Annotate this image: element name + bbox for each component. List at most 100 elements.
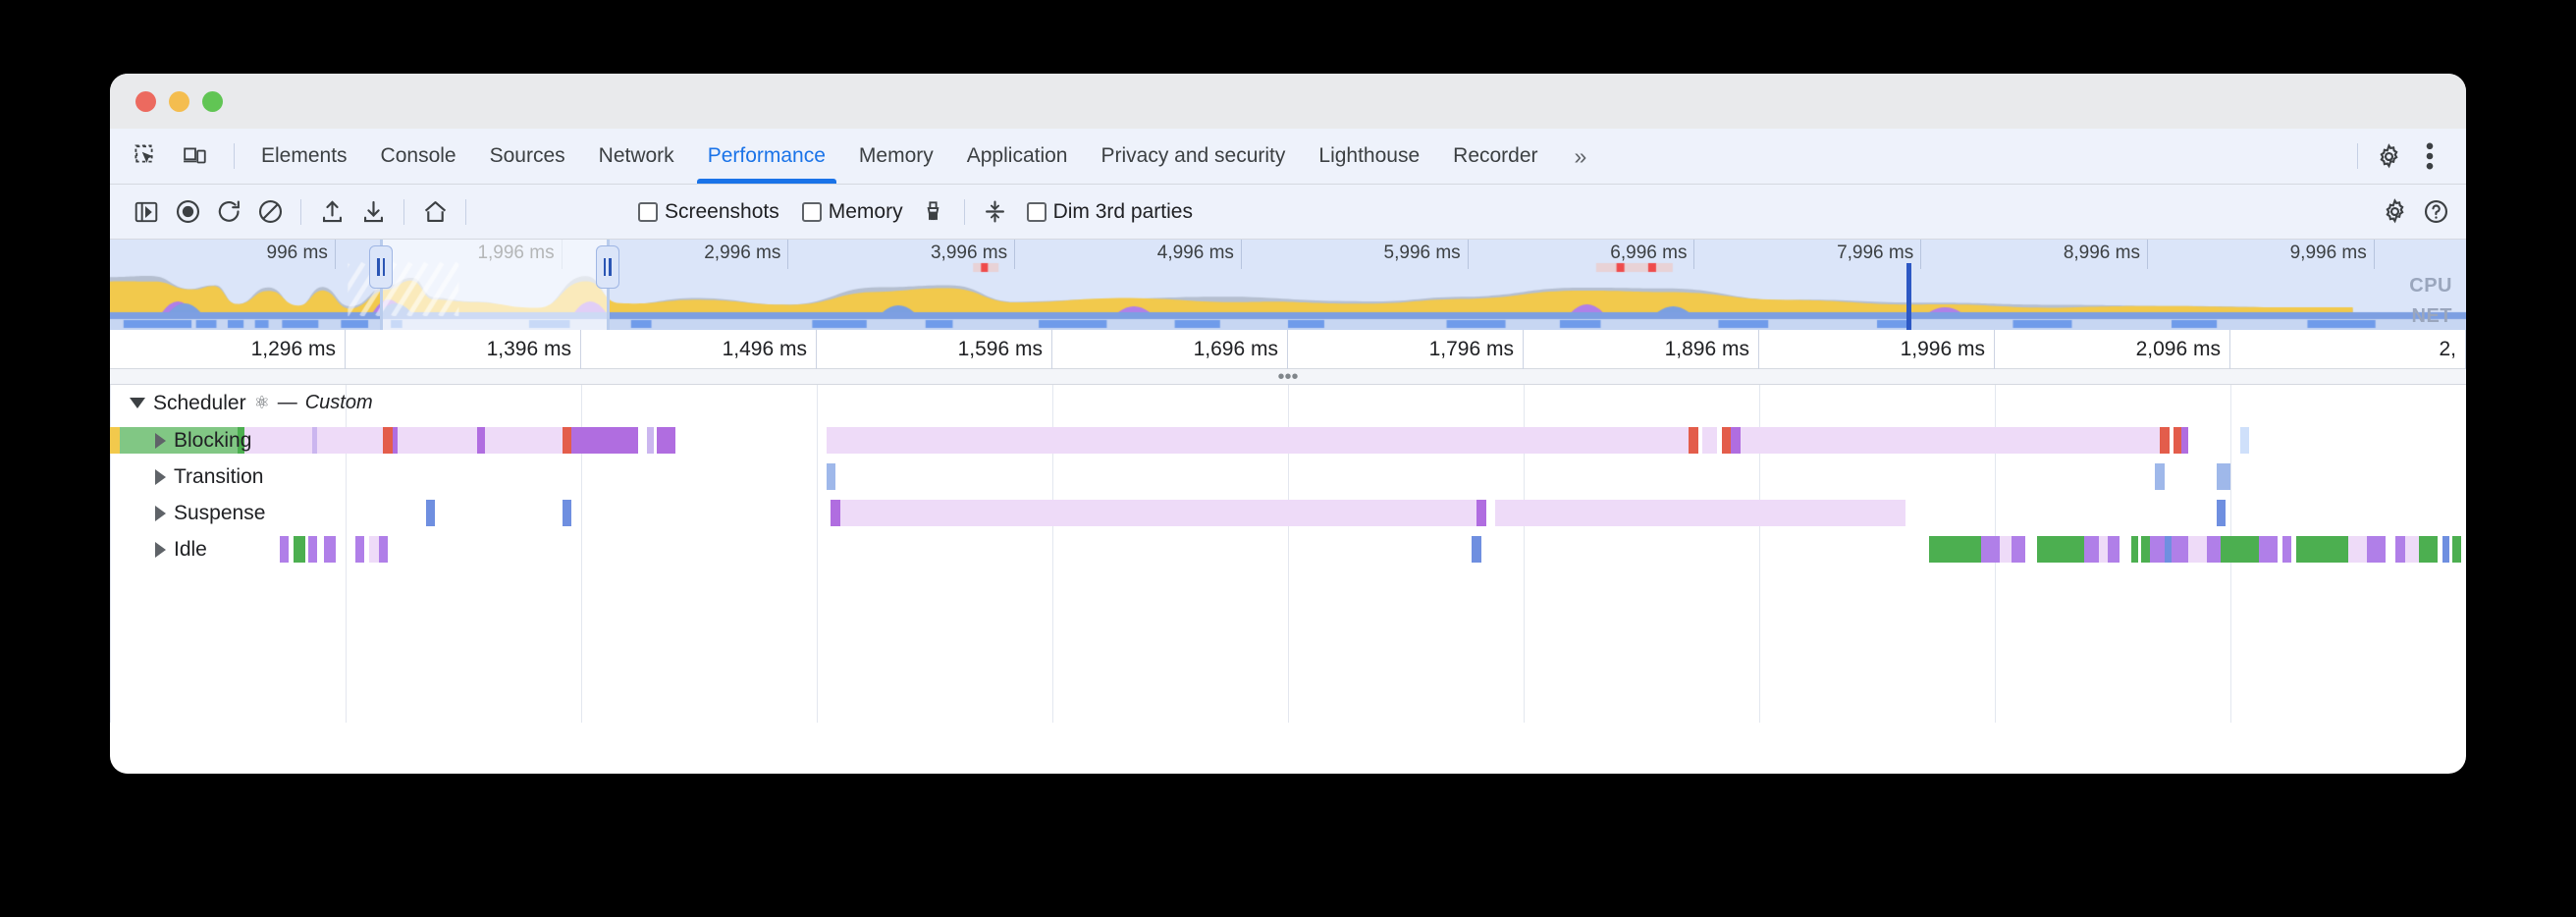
flame-bar[interactable] — [354, 536, 365, 563]
flame-bar[interactable] — [1702, 427, 1717, 454]
clear-button[interactable] — [249, 191, 291, 233]
tab-application[interactable]: Application — [950, 129, 1085, 184]
tab-privacy-and-security[interactable]: Privacy and security — [1084, 129, 1302, 184]
flame-bar[interactable] — [2098, 536, 2109, 563]
track-row-idle[interactable]: Idle — [110, 531, 2466, 567]
flame-bar[interactable] — [2404, 536, 2419, 563]
flame-bar[interactable] — [1999, 536, 2012, 563]
flame-bar[interactable] — [307, 536, 318, 563]
flame-bar[interactable] — [2131, 536, 2139, 563]
inspect-element-icon[interactable] — [126, 135, 167, 177]
flame-bar[interactable] — [2281, 536, 2292, 563]
flame-bar[interactable] — [562, 427, 572, 454]
flame-bar[interactable] — [562, 500, 572, 526]
more-options-icon[interactable] — [2409, 135, 2450, 177]
flame-bar[interactable] — [1980, 536, 2000, 563]
tab-elements[interactable]: Elements — [244, 129, 364, 184]
flame-bar[interactable] — [2108, 536, 2120, 563]
flame-bar[interactable] — [312, 427, 318, 454]
track-group-scheduler[interactable]: Scheduler ⚛ — Custom — [110, 385, 2466, 422]
reload-and-record-button[interactable] — [208, 191, 249, 233]
flame-bar[interactable] — [2216, 500, 2227, 526]
flame-bar[interactable] — [2296, 536, 2348, 563]
flame-bar[interactable] — [2187, 536, 2207, 563]
flame-bar[interactable] — [369, 536, 379, 563]
flame-bar[interactable] — [1472, 536, 1481, 563]
track-label-blocking[interactable]: Blocking — [110, 422, 251, 458]
window-minimize-button[interactable] — [169, 90, 189, 112]
flame-bar[interactable] — [2174, 427, 2181, 454]
flame-bar[interactable] — [477, 427, 485, 454]
window-close-button[interactable] — [135, 90, 156, 112]
chevron-down-icon[interactable] — [130, 398, 145, 408]
flame-bar[interactable] — [119, 427, 238, 454]
flame-bar[interactable] — [840, 500, 1476, 526]
flame-bar[interactable] — [324, 536, 337, 563]
tab-memory[interactable]: Memory — [842, 129, 950, 184]
timeline-overview[interactable]: 996 ms1,996 ms2,996 ms3,996 ms4,996 ms5,… — [110, 240, 2466, 330]
flame-bar[interactable] — [2419, 536, 2439, 563]
flame-bar[interactable] — [1740, 427, 2160, 454]
track-label-transition[interactable]: Transition — [110, 458, 263, 495]
screenshots-checkbox[interactable]: Screenshots — [638, 200, 779, 224]
window-maximize-button[interactable] — [202, 90, 223, 112]
toggle-sidebar-button[interactable] — [126, 191, 167, 233]
flame-bar[interactable] — [2172, 536, 2188, 563]
flame-bar[interactable] — [317, 427, 384, 454]
flame-bar[interactable] — [397, 427, 478, 454]
flame-bar[interactable] — [2367, 536, 2387, 563]
flame-bar[interactable] — [2011, 536, 2026, 563]
flame-bar[interactable] — [2160, 427, 2170, 454]
help-icon[interactable] — [2415, 191, 2456, 233]
track-row-suspense[interactable]: Suspense — [110, 495, 2466, 531]
flame-bar[interactable] — [826, 427, 1689, 454]
tab-network[interactable]: Network — [582, 129, 691, 184]
overview-selected-window[interactable] — [381, 240, 608, 330]
flame-bar[interactable] — [2221, 536, 2259, 563]
flame-bar[interactable] — [110, 427, 120, 454]
tab-sources[interactable]: Sources — [473, 129, 582, 184]
flame-bar[interactable] — [237, 427, 244, 454]
flame-bar[interactable] — [2150, 536, 2165, 563]
flame-bar[interactable] — [831, 500, 840, 526]
flame-bar[interactable] — [2239, 427, 2250, 454]
flame-bar[interactable] — [279, 536, 290, 563]
save-profile-button[interactable] — [352, 191, 394, 233]
flame-bar[interactable] — [2395, 536, 2405, 563]
flame-bar[interactable] — [2037, 536, 2085, 563]
flame-bar[interactable] — [378, 536, 389, 563]
settings-gear-icon[interactable] — [2368, 135, 2409, 177]
flame-bar[interactable] — [1721, 427, 1732, 454]
more-tabs-icon[interactable]: » — [1555, 129, 1607, 184]
memory-checkbox[interactable]: Memory — [801, 200, 903, 224]
flame-bar[interactable] — [383, 427, 393, 454]
flame-bar[interactable] — [647, 427, 655, 454]
record-button[interactable] — [167, 191, 208, 233]
tab-lighthouse[interactable]: Lighthouse — [1302, 129, 1436, 184]
dim-third-parties-checkbox[interactable]: Dim 3rd parties — [1026, 200, 1193, 224]
tab-recorder[interactable]: Recorder — [1436, 129, 1554, 184]
chevron-right-icon[interactable] — [155, 432, 166, 449]
chevron-right-icon[interactable] — [155, 468, 166, 485]
flame-bar[interactable] — [2180, 427, 2188, 454]
flame-bar[interactable] — [2155, 463, 2165, 490]
timeline-resize-grabber[interactable]: ••• — [110, 367, 2466, 387]
tab-performance[interactable]: Performance — [691, 129, 842, 184]
flame-bar[interactable] — [1731, 427, 1741, 454]
chevron-right-icon[interactable] — [155, 505, 166, 521]
flame-bar[interactable] — [2140, 536, 2151, 563]
flame-bar[interactable] — [2451, 536, 2462, 563]
flame-bar[interactable] — [393, 427, 398, 454]
track-group-label[interactable]: Scheduler ⚛ — Custom — [110, 385, 373, 421]
flame-bar[interactable] — [571, 427, 638, 454]
home-button[interactable] — [414, 191, 456, 233]
flame-bar[interactable] — [1928, 536, 1981, 563]
device-toolbar-icon[interactable] — [175, 135, 216, 177]
flame-bar[interactable] — [294, 536, 306, 563]
flame-bar[interactable] — [243, 427, 313, 454]
flame-chart[interactable]: Scheduler ⚛ — Custom Blocking Transition — [110, 385, 2466, 723]
flame-bar[interactable] — [826, 463, 836, 490]
flame-bar[interactable] — [484, 427, 563, 454]
chevron-right-icon[interactable] — [155, 541, 166, 558]
flame-bar[interactable] — [2442, 536, 2450, 563]
